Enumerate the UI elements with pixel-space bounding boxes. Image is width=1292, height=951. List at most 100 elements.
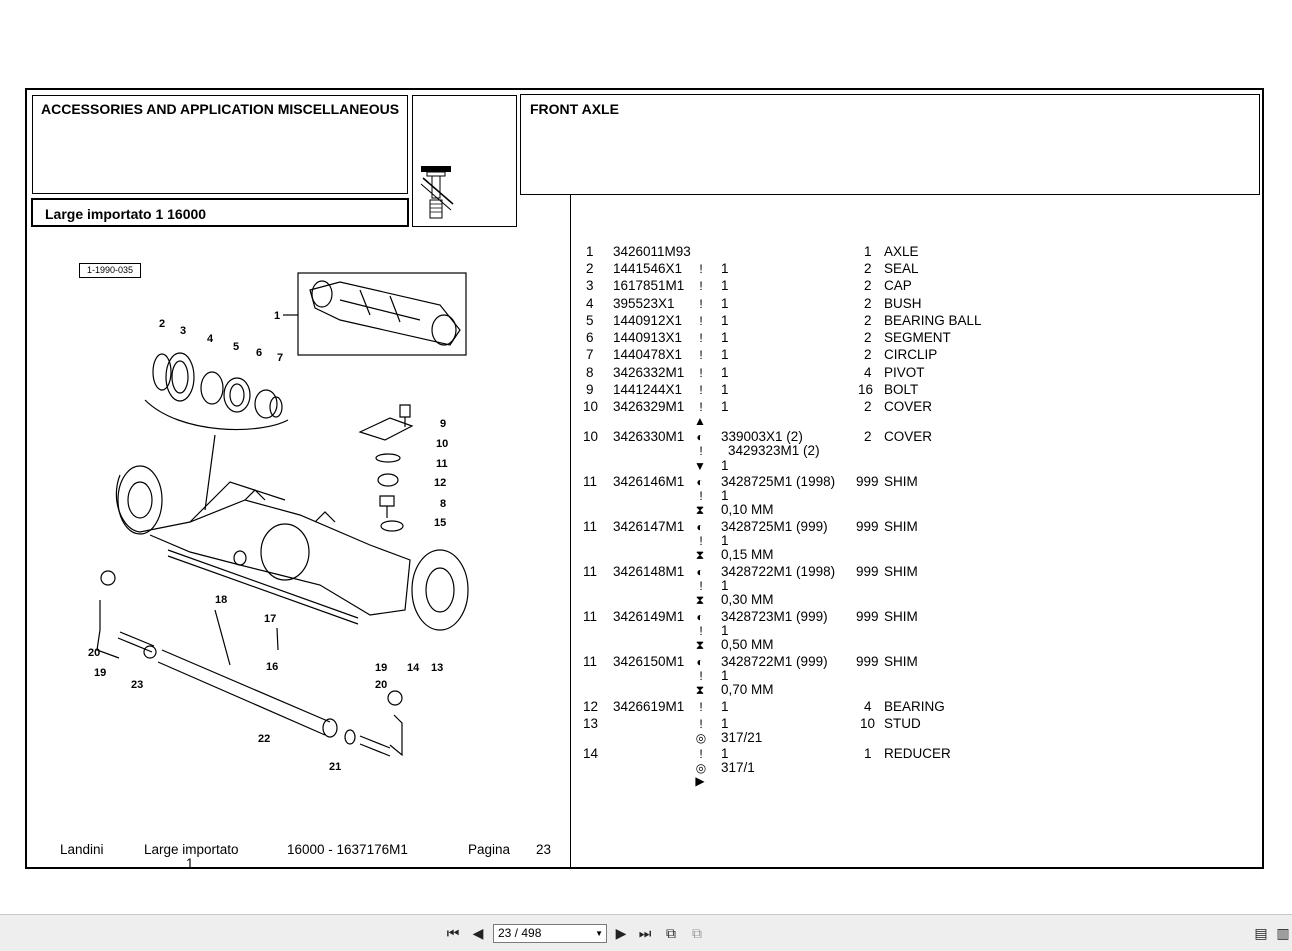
callout-22: 22 xyxy=(258,733,271,745)
part-note: 3428725M1 (1998) xyxy=(721,474,836,489)
part-code: 3426330M1 xyxy=(613,429,685,444)
part-note: 1 xyxy=(721,296,729,311)
footer-brand: Landini xyxy=(60,842,104,857)
callout-2: 2 xyxy=(159,318,166,330)
part-note: 1 xyxy=(721,746,729,761)
last-page-icon[interactable]: ⏭ xyxy=(638,925,652,941)
callout-1: 1 xyxy=(274,310,281,322)
part-desc: BUSH xyxy=(884,296,922,311)
part-qty: 2 xyxy=(864,296,872,311)
part-pos: 11 xyxy=(583,564,598,579)
hourglass-icon: ⧗ xyxy=(695,683,705,697)
note-marker: ! xyxy=(699,400,703,414)
part-qty: 2 xyxy=(864,399,872,414)
part-pos: 5 xyxy=(586,313,594,328)
part-note: 1 xyxy=(721,399,729,414)
group-title: FRONT AXLE xyxy=(530,101,619,117)
part-pos: 9 xyxy=(586,382,594,397)
previous-page-icon[interactable]: ◀ xyxy=(472,925,484,941)
callout-15: 15 xyxy=(434,517,447,529)
part-qty: 1 xyxy=(864,244,872,259)
callout-17: 17 xyxy=(264,613,277,625)
part-pos: 11 xyxy=(583,609,598,624)
part-qty: 10 xyxy=(860,716,876,731)
next-page-icon[interactable]: ▶ xyxy=(615,925,627,941)
footer-model-sub: 1 xyxy=(186,856,194,871)
part-qty: 2 xyxy=(864,330,872,345)
part-code: 3426148M1 xyxy=(613,564,685,579)
note-marker: ! xyxy=(699,314,703,328)
part-desc: PIVOT xyxy=(884,365,925,380)
callout-20-right: 20 xyxy=(375,679,388,691)
part-qty: 999 xyxy=(856,474,879,489)
part-pos: 8 xyxy=(586,365,594,380)
pivot-part-icon xyxy=(420,166,454,219)
part-code: 395523X1 xyxy=(613,296,675,311)
part-desc: AXLE xyxy=(884,244,919,259)
part-pos: 14 xyxy=(583,746,599,761)
half-circle-icon: ◐ xyxy=(696,610,704,624)
callout-12: 12 xyxy=(434,477,447,489)
model-label: Large importato 1 16000 xyxy=(45,206,207,222)
part-qty: 2 xyxy=(864,313,872,328)
first-page-icon[interactable]: ⏮ xyxy=(446,925,460,941)
group-title-box: FRONT AXLE xyxy=(520,94,1260,195)
note-marker: ! xyxy=(699,279,703,293)
continuous-view-icon[interactable]: ▥ xyxy=(1276,925,1290,941)
page-number-field[interactable]: 23 / 498 ▼ xyxy=(493,924,607,943)
part-pos: 13 xyxy=(583,716,599,731)
part-pos: 1 xyxy=(586,244,594,259)
part-note: 1 xyxy=(721,365,729,380)
go-forward-view-icon[interactable]: ⧉ xyxy=(692,925,702,941)
callout-13: 13 xyxy=(431,662,444,674)
part-note: 3428722M1 (999) xyxy=(721,654,828,669)
chevron-down-icon[interactable]: ▼ xyxy=(595,929,603,938)
callout-14: 14 xyxy=(407,662,420,674)
part-pos: 12 xyxy=(583,699,599,714)
part-note: 3428725M1 (999) xyxy=(721,519,828,534)
single-page-view-icon[interactable]: ▤ xyxy=(1254,925,1268,941)
part-code: 3426149M1 xyxy=(613,609,685,624)
part-note: 1 xyxy=(721,716,729,731)
part-note-2: 1 xyxy=(721,488,729,503)
callout-5: 5 xyxy=(233,341,240,353)
note-marker: ! xyxy=(699,579,703,593)
callout-23: 23 xyxy=(131,679,144,691)
callout-19-right: 19 xyxy=(375,662,388,674)
note-marker: ! xyxy=(699,624,703,638)
part-qty: 2 xyxy=(864,347,872,362)
note-marker: ! xyxy=(699,534,703,548)
half-circle-icon: ◐ xyxy=(696,565,704,579)
part-note: 1 xyxy=(721,347,729,362)
half-circle-icon: ◐ xyxy=(696,475,704,489)
note-marker: ! xyxy=(699,383,703,397)
part-code: 1441546X1 xyxy=(613,261,683,276)
part-qty: 2 xyxy=(864,278,872,293)
part-code: 3426011M93 xyxy=(613,244,691,259)
section-title: ACCESSORIES AND APPLICATION MISCELLANEOU… xyxy=(41,101,400,117)
part-code: 3426150M1 xyxy=(613,654,685,669)
note-marker: ! xyxy=(699,489,703,503)
hourglass-icon: ⧗ xyxy=(695,638,705,652)
part-desc: SEGMENT xyxy=(884,330,951,345)
part-desc: COVER xyxy=(884,429,933,444)
callout-3: 3 xyxy=(180,325,187,337)
note-marker: ! xyxy=(699,700,703,714)
part-note: 339003X1 (2) xyxy=(721,429,803,444)
note-marker: ! xyxy=(699,717,703,731)
part-after: 0,10 MM xyxy=(721,502,774,517)
triangle-up-icon: ▲ xyxy=(694,414,706,428)
part-desc: SHIM xyxy=(884,519,918,534)
part-code: 3426619M1 xyxy=(613,699,685,714)
half-circle-icon: ◐ xyxy=(696,430,704,444)
part-pos: 10 xyxy=(583,399,599,414)
part-qty: 4 xyxy=(864,365,872,380)
part-code: 1440913X1 xyxy=(613,330,683,345)
model-label-box: Large importato 1 16000 xyxy=(31,198,409,227)
part-after: 0,15 MM xyxy=(721,547,774,562)
part-desc: SHIM xyxy=(884,654,918,669)
page-number-value: 23 / 498 xyxy=(498,926,542,940)
hourglass-icon: ⧗ xyxy=(695,593,705,607)
part-qty: 2 xyxy=(864,261,872,276)
go-back-view-icon[interactable]: ⧉ xyxy=(666,925,676,941)
